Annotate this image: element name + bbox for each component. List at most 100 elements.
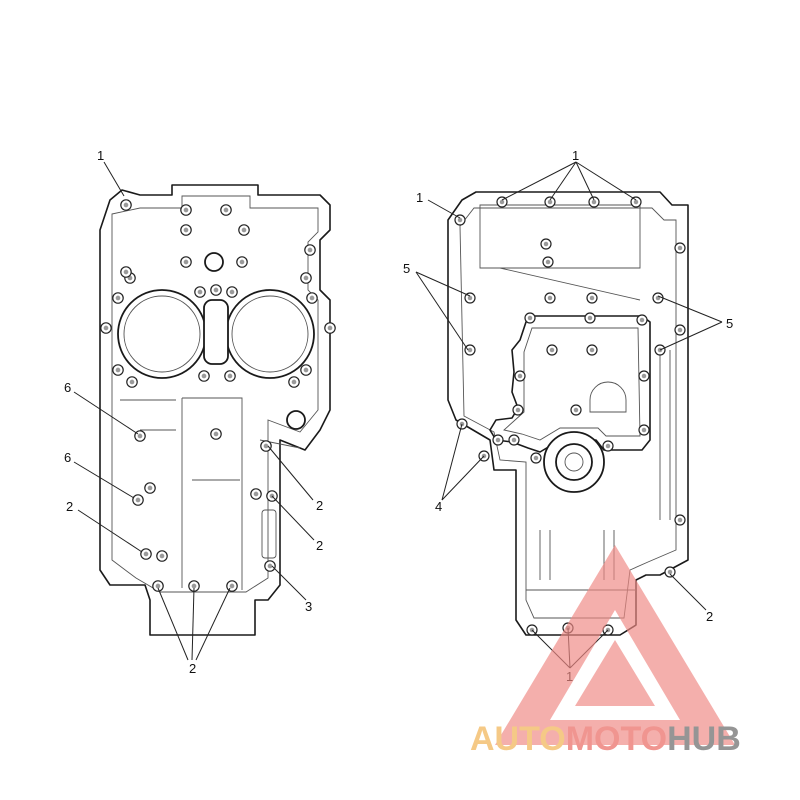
watermark-text: AUTOMOTOHUB <box>470 720 741 758</box>
callout-right-2: 2 <box>706 609 713 624</box>
bolt-hole-center <box>241 227 247 233</box>
callout-right-5-right: 5 <box>726 316 733 331</box>
bolt-hole-center <box>533 455 539 461</box>
bolt-hole-center <box>263 443 269 449</box>
bolt-hole-center <box>589 295 595 301</box>
bolt-hole-center <box>589 347 595 353</box>
bolt-hole-center <box>291 379 297 385</box>
bolt-hole-center <box>527 315 533 321</box>
callout-left-6-lower: 6 <box>64 450 71 465</box>
bolt-hole-center <box>517 373 523 379</box>
bolt-hole-center <box>143 551 149 557</box>
bolt-hole-center <box>667 569 673 575</box>
callout-left-2-c: 2 <box>316 538 323 553</box>
bolt-hole-center <box>677 245 683 251</box>
left-case-outline <box>99 184 331 636</box>
bolt-hole-center <box>135 497 141 503</box>
right-case-upper-pocket <box>479 204 641 301</box>
callout-right-4: 4 <box>435 499 442 514</box>
bolt-hole-center <box>253 491 259 497</box>
right-case-oil-gallery-inner <box>503 327 641 441</box>
bolt-hole-center <box>327 325 333 331</box>
bolt-hole-center <box>115 295 121 301</box>
bolt-hole-center <box>223 207 229 213</box>
bolt-hole-center <box>197 289 203 295</box>
callout-left-6-upper: 6 <box>64 380 71 395</box>
bolt-hole-center <box>467 347 473 353</box>
bolt-hole-center <box>115 367 121 373</box>
watermark-text-moto: MOTO <box>566 720 667 758</box>
bolt-hole-center <box>457 217 463 223</box>
bolt-hole-center <box>227 373 233 379</box>
bolt-hole-center <box>137 433 143 439</box>
bolt-hole-center <box>511 437 517 443</box>
bolt-hole-center <box>239 259 245 265</box>
bolt-hole-center <box>213 431 219 437</box>
bolt-hole-center <box>309 295 315 301</box>
bolt-hole-center <box>495 437 501 443</box>
watermark-text-hub: HUB <box>667 720 741 758</box>
callout-left-2-b: 2 <box>316 498 323 513</box>
cylinder-bore-left <box>117 289 207 379</box>
right-crankcase-view: 1 1 5 5 4 2 1 <box>403 148 733 684</box>
bolt-hole-center <box>229 289 235 295</box>
bolt-hole-center <box>573 407 579 413</box>
watermark-triangle-logo <box>495 545 735 745</box>
bolt-hole-center <box>159 553 165 559</box>
right-case-outline <box>447 191 689 636</box>
bolt-hole-center <box>677 517 683 523</box>
cylinder-bore-right <box>225 289 315 379</box>
bolt-hole-center <box>183 259 189 265</box>
bolt-hole-center <box>547 199 553 205</box>
left-case-oil-port <box>286 410 306 430</box>
watermark-triangle-inner <box>575 640 655 706</box>
bolt-hole-center <box>147 485 153 491</box>
right-case-crank-seal <box>555 443 593 481</box>
bolt-hole-center <box>123 269 129 275</box>
left-case-top-port <box>204 252 224 272</box>
bolt-hole-center <box>467 295 473 301</box>
bolt-hole-center <box>499 199 505 205</box>
bolt-hole-center <box>201 373 207 379</box>
right-case-scavenge-port <box>589 381 627 413</box>
bolt-hole-center <box>267 563 273 569</box>
bolt-hole-center <box>303 367 309 373</box>
right-case-oil-gallery <box>489 315 651 453</box>
bolt-hole-center <box>641 373 647 379</box>
bolt-hole-center <box>549 347 555 353</box>
bolt-hole-center <box>545 259 551 265</box>
bolt-hole-center <box>641 427 647 433</box>
right-case-crank-seal-core <box>564 452 584 472</box>
watermark-text-auto: AUTO <box>470 720 566 758</box>
bolt-hole-center <box>103 325 109 331</box>
bolt-hole-center <box>213 287 219 293</box>
left-case-crankcase-web <box>120 397 301 590</box>
bolt-hole-center <box>633 199 639 205</box>
callout-left-2-a: 2 <box>66 499 73 514</box>
automotohub-watermark: AUTOMOTOHUB <box>470 545 741 758</box>
right-case-inner-outline <box>459 207 677 619</box>
cam-chain-tunnel <box>203 299 229 365</box>
left-case-slot <box>261 509 277 559</box>
bolt-hole-center <box>677 327 683 333</box>
bolt-hole-center <box>547 295 553 301</box>
bolt-hole-center <box>129 379 135 385</box>
callout-right-1-top: 1 <box>572 148 579 163</box>
bolt-hole-center <box>639 317 645 323</box>
bolt-hole-center <box>307 247 313 253</box>
callout-left-2-d: 2 <box>189 661 196 676</box>
bolt-hole-center <box>183 227 189 233</box>
callout-left-1: 1 <box>97 148 104 163</box>
left-case-bolts <box>100 199 336 592</box>
bolt-hole-center <box>229 583 235 589</box>
bolt-hole-center <box>155 583 161 589</box>
left-leader-lines <box>73 161 315 661</box>
bolt-hole-center <box>605 443 611 449</box>
bolt-hole-center <box>303 275 309 281</box>
callout-left-3: 3 <box>305 599 312 614</box>
bolt-hole-center <box>191 583 197 589</box>
bolt-hole-center <box>183 207 189 213</box>
bolt-hole-center <box>591 199 597 205</box>
callout-right-5-left: 5 <box>403 261 410 276</box>
